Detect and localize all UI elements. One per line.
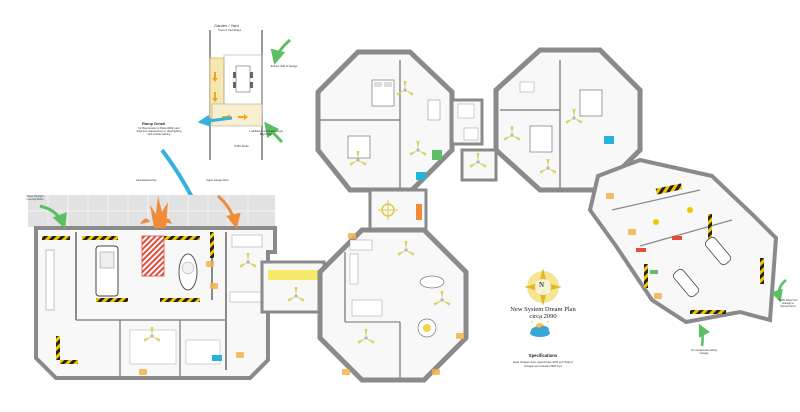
ramp-detail-body: for Boat Access to Plaza Within and Shel… bbox=[136, 127, 182, 136]
compass-rose bbox=[524, 268, 562, 306]
overhead-label: 1 additional overhead Hangar Bay/Cargo bbox=[248, 130, 284, 136]
garden-sub-label: Trees & Yard Shape bbox=[218, 29, 242, 32]
plan-subtitle: circa 2090 bbox=[529, 313, 557, 320]
garden-inset bbox=[209, 30, 263, 160]
garage-building bbox=[28, 195, 277, 380]
spec-line-2: Octagon sq ft includes 5000 sq ft bbox=[524, 365, 562, 368]
traffic-route-label: Traffic Route bbox=[234, 145, 249, 148]
solar-left-label: Direct Sunlight in Living Room bbox=[26, 195, 44, 201]
compass-letter: N bbox=[539, 281, 545, 289]
spec-line-1: Each Octagon Area, approximate 1000 sq f… bbox=[513, 361, 573, 364]
octagon-south bbox=[317, 227, 469, 383]
spec-title: Specifications bbox=[528, 353, 558, 358]
octagon-north bbox=[315, 49, 484, 193]
connector-center bbox=[368, 188, 428, 232]
ramp-detail-title: Ramp Detail bbox=[142, 121, 166, 126]
heat-vent-label: Heat Exhaust Sky bbox=[136, 179, 157, 182]
parking-right-label: For occasional parking Garage bbox=[690, 349, 718, 355]
upper-garage-label: Upper Garage Door bbox=[206, 179, 229, 182]
flow-right-label: Traffic flows from Garage to Service Dri… bbox=[778, 299, 798, 308]
garage-east bbox=[587, 157, 779, 325]
exterior-wall-label: Exterior Wall of Garage bbox=[270, 65, 298, 68]
plan-title: New System Dream Plan bbox=[510, 306, 576, 313]
heat-exhaust-flame bbox=[140, 196, 172, 228]
sun-cloud-icon bbox=[530, 317, 550, 337]
garden-yard-label: Garden / Yard bbox=[214, 23, 239, 28]
corridor bbox=[260, 260, 326, 314]
